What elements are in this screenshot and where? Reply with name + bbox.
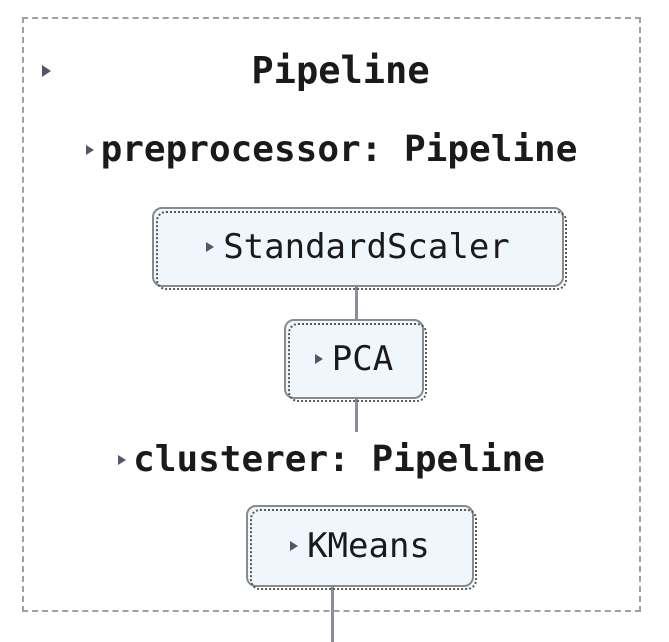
estimator-inner: PCA (286, 339, 422, 379)
triangle-right-icon[interactable] (118, 455, 127, 465)
estimator-label-kmeans: KMeans (307, 526, 430, 566)
section-header-clusterer[interactable]: clusterer: Pipeline (24, 437, 639, 483)
estimator-inner: KMeans (248, 526, 472, 566)
connector-kmeans-output (331, 568, 334, 642)
estimator-box-pca[interactable]: PCA (284, 319, 427, 402)
connector-pca-down (355, 399, 358, 432)
estimator-label-standardscaler: StandardScaler (223, 227, 510, 267)
section-label-preprocessor: preprocessor: Pipeline (100, 129, 578, 170)
section-header-preprocessor[interactable]: preprocessor: Pipeline (24, 127, 639, 173)
estimator-inner: StandardScaler (154, 227, 562, 267)
pipeline-header-row[interactable]: Pipeline (24, 47, 639, 95)
connector-scaler-to-pca (355, 287, 358, 321)
triangle-right-icon[interactable] (290, 541, 299, 551)
triangle-right-icon[interactable] (85, 145, 94, 155)
triangle-right-icon[interactable] (314, 354, 323, 364)
triangle-right-icon[interactable] (206, 242, 215, 252)
estimator-label-pca: PCA (331, 339, 394, 379)
estimator-box-standardscaler[interactable]: StandardScaler (152, 207, 567, 290)
triangle-right-icon[interactable] (42, 65, 51, 77)
page-title: Pipeline (251, 49, 430, 92)
pipeline-container[interactable]: Pipeline preprocessor: Pipeline Standard… (22, 17, 641, 612)
section-label-clusterer: clusterer: Pipeline (133, 439, 545, 480)
estimator-box-kmeans[interactable]: KMeans (246, 505, 477, 590)
